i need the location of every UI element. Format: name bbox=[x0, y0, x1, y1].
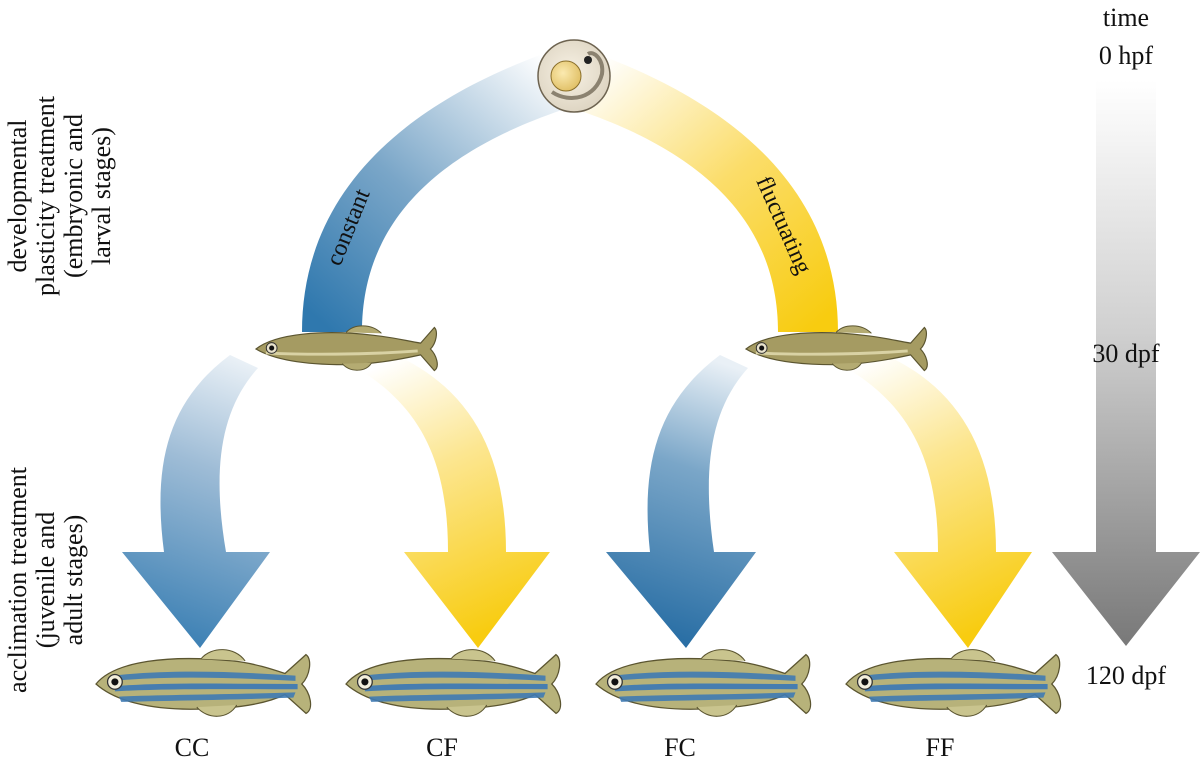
time-30dpf: 30 dpf bbox=[1092, 339, 1160, 368]
time-arrow bbox=[1052, 78, 1200, 646]
group-label-ff: FF bbox=[926, 733, 955, 762]
arrow-fc bbox=[606, 355, 756, 648]
group-label-cc: CC bbox=[175, 733, 210, 762]
adult-fish-cc bbox=[95, 648, 312, 717]
time-120dpf: 120 dpf bbox=[1086, 661, 1167, 690]
arrow-cf bbox=[342, 345, 550, 648]
constant-branch bbox=[302, 55, 568, 332]
group-label-cf: CF bbox=[426, 733, 458, 762]
acclimation-line-2: (juvenile and bbox=[31, 512, 60, 648]
embryo-egg-icon bbox=[537, 39, 611, 113]
developmental-line-4: larval stages) bbox=[87, 127, 116, 265]
arrow-cc bbox=[122, 355, 270, 648]
acclimation-line-1: acclimation treatment bbox=[3, 466, 32, 693]
adult-fish-ff bbox=[845, 648, 1062, 717]
arrow-ff bbox=[832, 345, 1032, 648]
developmental-line-3: (embryonic and bbox=[59, 114, 88, 278]
developmental-label: developmental plasticity treatment (embr… bbox=[3, 95, 116, 296]
fluctuating-branch bbox=[572, 55, 838, 332]
adult-fish-cf bbox=[345, 648, 562, 717]
adult-fish-fc bbox=[595, 648, 812, 717]
acclimation-line-3: adult stages) bbox=[59, 515, 88, 646]
time-0hpf: 0 hpf bbox=[1099, 41, 1154, 70]
time-title: time bbox=[1103, 3, 1149, 32]
developmental-line-1: developmental bbox=[3, 119, 32, 272]
acclimation-label: acclimation treatment (juvenile and adul… bbox=[3, 466, 88, 693]
developmental-line-2: plasticity treatment bbox=[31, 95, 60, 296]
group-label-fc: FC bbox=[664, 733, 696, 762]
